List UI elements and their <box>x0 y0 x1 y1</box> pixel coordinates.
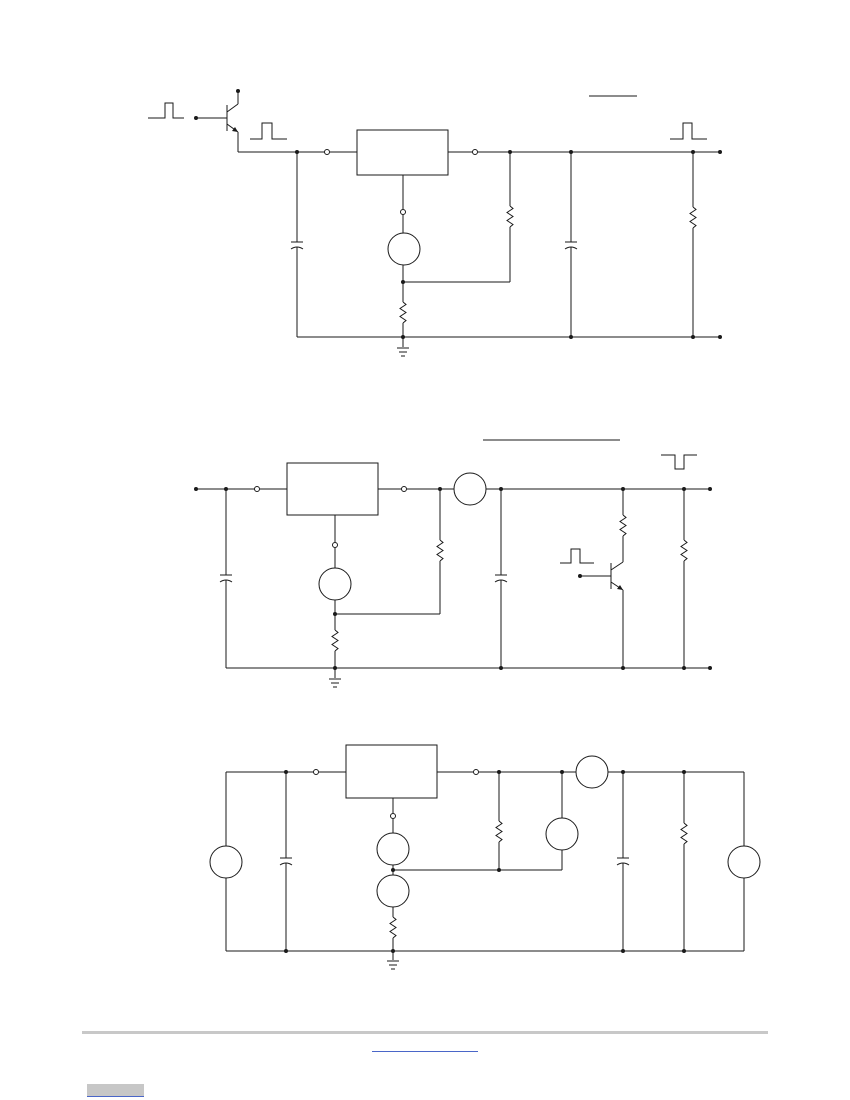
adjust-meter-circle <box>376 832 410 866</box>
input-pulse-waveform <box>148 102 184 119</box>
load-meter-circle <box>727 845 761 879</box>
output-capacitor <box>616 772 630 951</box>
voltage-meter-circle <box>545 817 579 851</box>
output-capacitor <box>564 152 578 337</box>
input-capacitor <box>279 772 293 951</box>
input-source-circle <box>209 845 243 879</box>
ground-icon <box>387 960 399 970</box>
output-meter-circle <box>575 755 609 789</box>
load-resistor <box>689 206 697 229</box>
load-resistor <box>680 539 688 562</box>
ground-icon <box>397 347 409 357</box>
current-source-circle <box>376 874 410 908</box>
output-pulse-waveform <box>670 122 707 140</box>
collector-resistor <box>619 514 627 537</box>
footer-divider <box>82 1031 768 1034</box>
figure-3-schematic <box>209 744 761 970</box>
sense-resistor <box>389 916 397 939</box>
figure-1-schematic <box>148 89 722 357</box>
feedback-resistor <box>506 205 514 228</box>
output-capacitor <box>494 489 508 668</box>
figure-2-schematic <box>194 439 712 688</box>
npn-transistor <box>578 561 624 668</box>
output-pulse-waveform <box>661 454 697 470</box>
current-source-circle <box>318 567 352 601</box>
input-pulse-waveform <box>560 548 594 564</box>
regulator-block <box>345 744 438 799</box>
regulator-block <box>286 462 379 516</box>
ground-icon <box>329 678 341 688</box>
sense-resistor <box>399 301 407 324</box>
input-capacitor <box>219 489 233 668</box>
regulator-block <box>356 129 449 176</box>
current-source-circle <box>387 232 421 266</box>
load-resistor <box>680 822 688 845</box>
input-capacitor <box>290 152 304 337</box>
footer-button[interactable] <box>87 1084 144 1097</box>
npn-transistor <box>194 89 240 152</box>
current-meter-circle <box>453 472 487 506</box>
sense-resistor <box>331 629 339 652</box>
feedback-resistor <box>436 539 444 562</box>
feedback-resistor <box>495 820 503 843</box>
footer-link[interactable] <box>372 1051 478 1052</box>
emitter-pulse-waveform <box>250 122 287 140</box>
